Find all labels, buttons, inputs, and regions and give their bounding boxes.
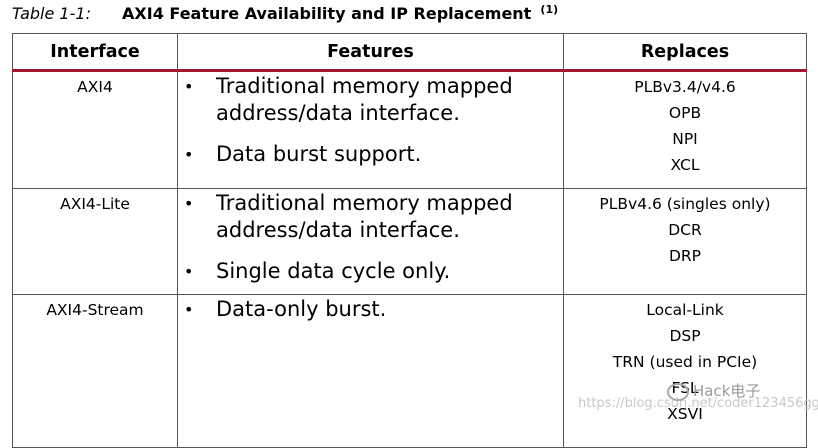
replaces-item: TRN (used in PCIe) [612, 353, 758, 371]
cell-replaces: PLBv4.6 (singles only) DCR DRP [563, 188, 807, 295]
header-features: Features [177, 33, 564, 72]
csdn-watermark: https://blog.csdn.net/coder123456gg [578, 396, 818, 411]
table-row: AXI4 • Traditional memory mapped address… [12, 70, 807, 189]
feature-list: • Data-only burst. [178, 296, 563, 323]
cell-features: • Traditional memory mapped address/data… [177, 70, 564, 189]
table-caption-title: AXI4 Feature Availability and IP Replace… [122, 4, 532, 23]
feature-item: • Traditional memory mapped address/data… [178, 190, 563, 244]
cell-interface: AXI4-Lite [12, 188, 178, 295]
cell-interface: AXI4 [12, 70, 178, 189]
bullet-icon: • [184, 262, 194, 281]
feature-item: • Data burst support. [178, 141, 563, 168]
replaces-item: DRP [668, 247, 702, 265]
table-header-row: Interface Features Replaces [12, 33, 807, 72]
header-replaces: Replaces [563, 33, 807, 72]
cell-features: • Data-only burst. [177, 294, 564, 448]
feature-item: • Traditional memory mapped address/data… [178, 73, 563, 127]
feature-list: • Traditional memory mapped address/data… [178, 190, 563, 285]
wechat-badge: Hack电子 [667, 380, 760, 401]
feature-table: Interface Features Replaces AXI4 • Tradi… [12, 33, 807, 448]
replaces-item: Local-Link [646, 301, 724, 319]
feature-text: Traditional memory mapped address/data i… [216, 74, 513, 125]
feature-text: Data burst support. [216, 142, 422, 166]
wechat-badge-label: Hack电子 [693, 382, 761, 400]
wechat-icon [667, 382, 689, 401]
table-row: AXI4-Stream • Data-only burst. Local-Lin… [12, 294, 807, 448]
replaces-item: XSVI [667, 405, 703, 423]
cell-interface: AXI4-Stream [12, 294, 178, 448]
feature-text: Single data cycle only. [216, 259, 451, 283]
bullet-icon: • [184, 145, 194, 164]
table-row: AXI4-Lite • Traditional memory mapped ad… [12, 188, 807, 295]
cell-replaces: PLBv3.4/v4.6 OPB NPI XCL [563, 70, 807, 189]
cell-features: • Traditional memory mapped address/data… [177, 188, 564, 295]
replaces-item: OPB [668, 104, 702, 122]
feature-text: Data-only burst. [216, 297, 387, 321]
bullet-icon: • [184, 77, 194, 96]
table-caption: Table 1-1: AXI4 Feature Availability and… [12, 3, 558, 25]
feature-list: • Traditional memory mapped address/data… [178, 73, 563, 168]
feature-item: • Single data cycle only. [178, 258, 563, 285]
table-caption-label: Table 1-1: [12, 4, 91, 23]
replaces-item: DCR [668, 221, 702, 239]
table-caption-footnote: (1) [540, 2, 559, 16]
bullet-icon: • [184, 300, 194, 319]
replaces-item: XCL [670, 156, 700, 174]
bullet-icon: • [184, 194, 194, 213]
feature-text: Traditional memory mapped address/data i… [216, 191, 513, 242]
replaces-item: PLBv3.4/v4.6 [634, 78, 736, 96]
replaces-item: DSP [669, 327, 701, 345]
cell-replaces: Local-Link DSP TRN (used in PCIe) FSL XS… [563, 294, 807, 448]
replaces-item: PLBv4.6 (singles only) [599, 195, 771, 213]
header-interface: Interface [12, 33, 178, 72]
feature-item: • Data-only burst. [178, 296, 563, 323]
replaces-item: NPI [672, 130, 698, 148]
